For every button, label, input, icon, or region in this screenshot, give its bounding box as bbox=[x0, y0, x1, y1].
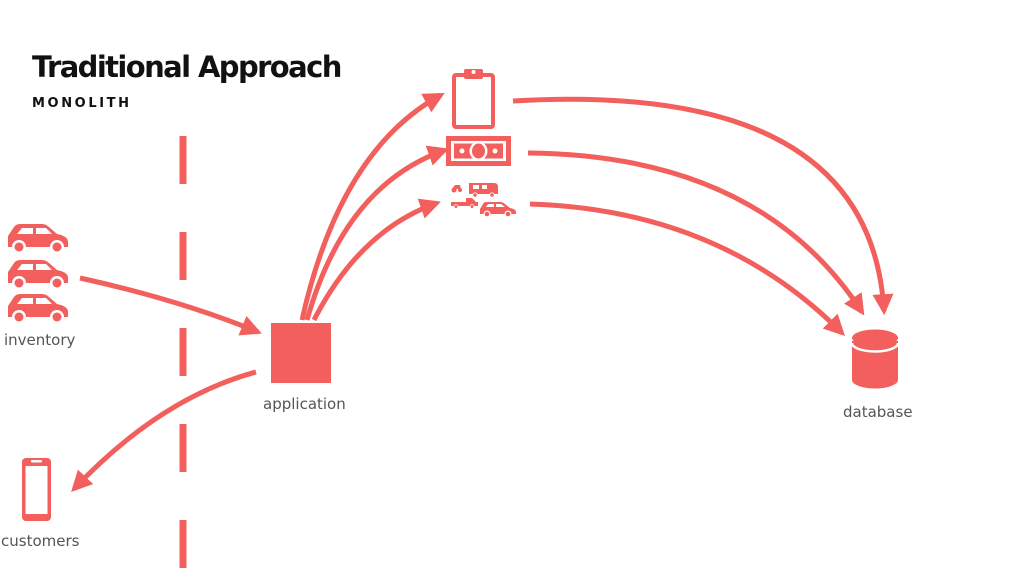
arrow-application-to-clipboard bbox=[299, 92, 445, 321]
arrow-inventory-to-application bbox=[79, 275, 262, 336]
database-label: database bbox=[843, 403, 913, 421]
cars-icon bbox=[8, 224, 68, 324]
banknote-icon bbox=[446, 136, 511, 166]
arrow-application-to-banknote bbox=[304, 145, 449, 321]
arrow-application-to-vehicles bbox=[311, 198, 441, 322]
arrow-vehicles-to-database bbox=[529, 201, 845, 336]
mobile-phone-icon bbox=[22, 458, 51, 521]
vehicles-icon bbox=[451, 183, 516, 218]
arrow-clipboard-to-database bbox=[512, 96, 894, 316]
arrow-banknote-to-database bbox=[527, 150, 865, 316]
clipboard-icon bbox=[452, 69, 495, 129]
application-label: application bbox=[263, 395, 346, 413]
customers-label: customers bbox=[1, 532, 80, 550]
square-block-icon bbox=[271, 323, 331, 383]
slide-subtitle: MONOLITH bbox=[32, 96, 132, 111]
inventory-label: inventory bbox=[4, 331, 76, 349]
arrow-application-to-customers bbox=[71, 369, 257, 493]
slide-title: Traditional Approach bbox=[32, 50, 342, 84]
database-cylinder-icon bbox=[850, 329, 900, 389]
